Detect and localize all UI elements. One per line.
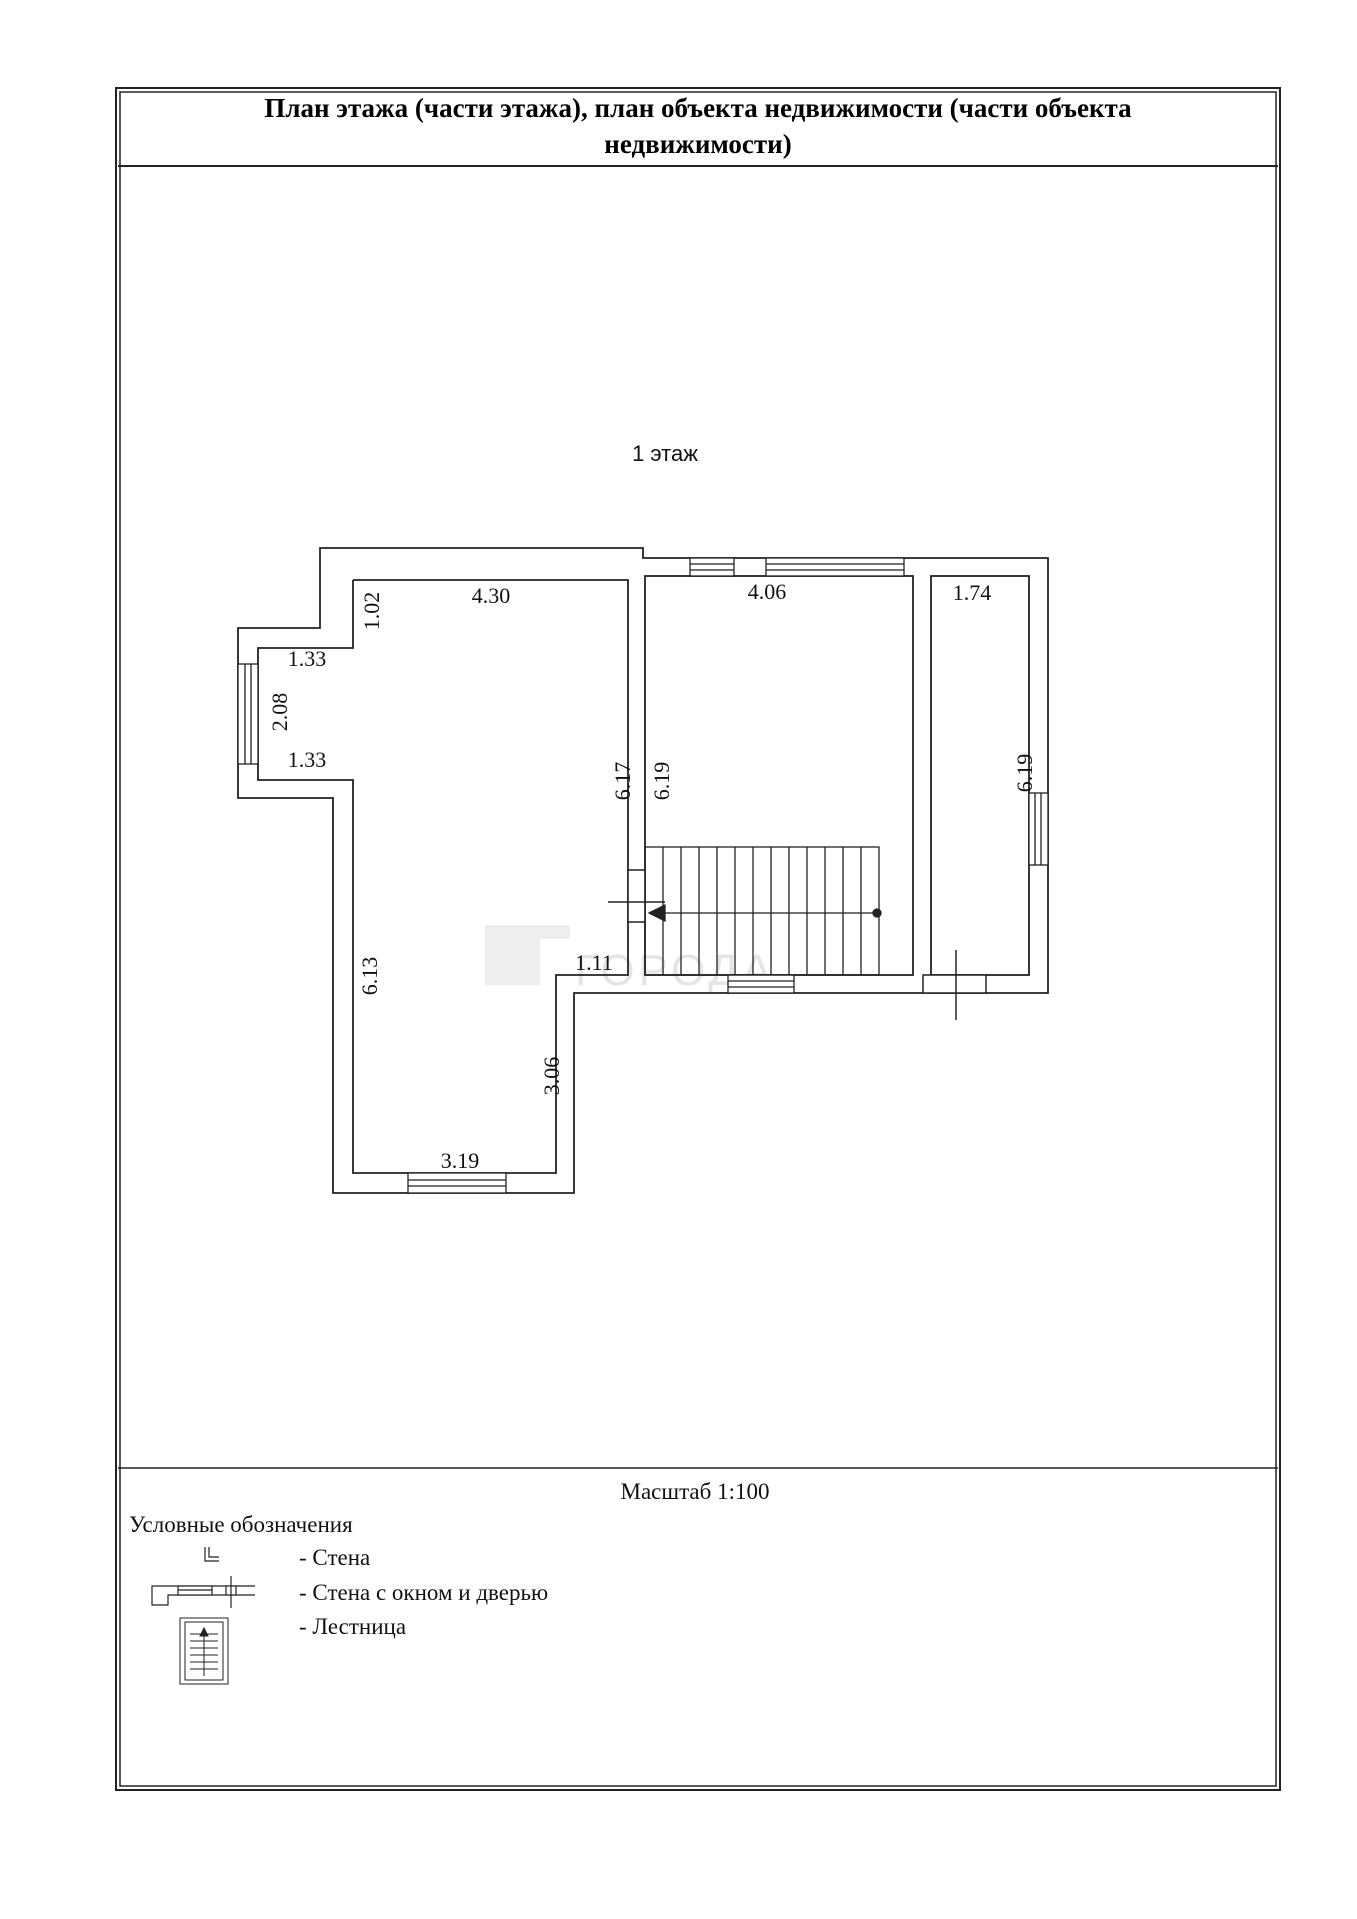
windows [237, 557, 1049, 1194]
stair-start-dot [872, 908, 882, 918]
dim-1-11: 1.11 [575, 950, 613, 975]
dim-3-19: 3.19 [441, 1148, 480, 1173]
dim-4-30: 4.30 [472, 583, 511, 608]
dim-6-19-mid: 6.19 [649, 762, 674, 801]
doors [608, 869, 987, 1020]
door-right-room [922, 974, 987, 994]
dim-6-17: 6.17 [610, 762, 635, 801]
window-top-2 [765, 557, 905, 577]
dim-1-02: 1.02 [359, 592, 384, 631]
dim-3-06: 3.06 [539, 1057, 564, 1096]
legend-wall-symbol [204, 1547, 219, 1562]
staircase [644, 846, 882, 976]
legend-title: Условные обозначения [129, 1512, 353, 1537]
window-mid-bottom [727, 974, 795, 994]
legend-item-wall: - Стена [299, 1545, 370, 1570]
outer-frame [115, 87, 1281, 1791]
dim-1-33-top: 1.33 [288, 646, 327, 671]
dim-4-06: 4.06 [748, 579, 787, 604]
window-right [1028, 792, 1049, 866]
legend-item-stairs: - Лестница [299, 1614, 406, 1639]
window-top-1 [689, 557, 735, 577]
floor-label: 1 этаж [632, 441, 698, 466]
dimension-labels: 4.30 1.02 1.33 2.08 1.33 6.13 3.06 3.19 … [267, 579, 1037, 1173]
dim-6-13: 6.13 [357, 957, 382, 996]
dim-6-19-right: 6.19 [1012, 754, 1037, 793]
inner-frame [119, 91, 1277, 1787]
stair-arrow-head [647, 903, 666, 923]
window-bottom [407, 1172, 507, 1194]
door-internal [627, 869, 646, 923]
dim-2-08: 2.08 [267, 693, 292, 732]
window-left [237, 663, 259, 765]
legend-stair-symbol [179, 1617, 229, 1685]
title-line-2: недвижимости) [604, 129, 791, 159]
title-line-1: План этажа (части этажа), план объекта н… [264, 93, 1132, 123]
dim-1-33-bottom: 1.33 [288, 747, 327, 772]
dim-1-74: 1.74 [953, 580, 992, 605]
scale-label: Масштаб 1:100 [621, 1479, 770, 1504]
legend-item-wall-window-door: - Стена с окном и дверью [299, 1580, 548, 1605]
legend-window-door-symbol [151, 1576, 255, 1608]
